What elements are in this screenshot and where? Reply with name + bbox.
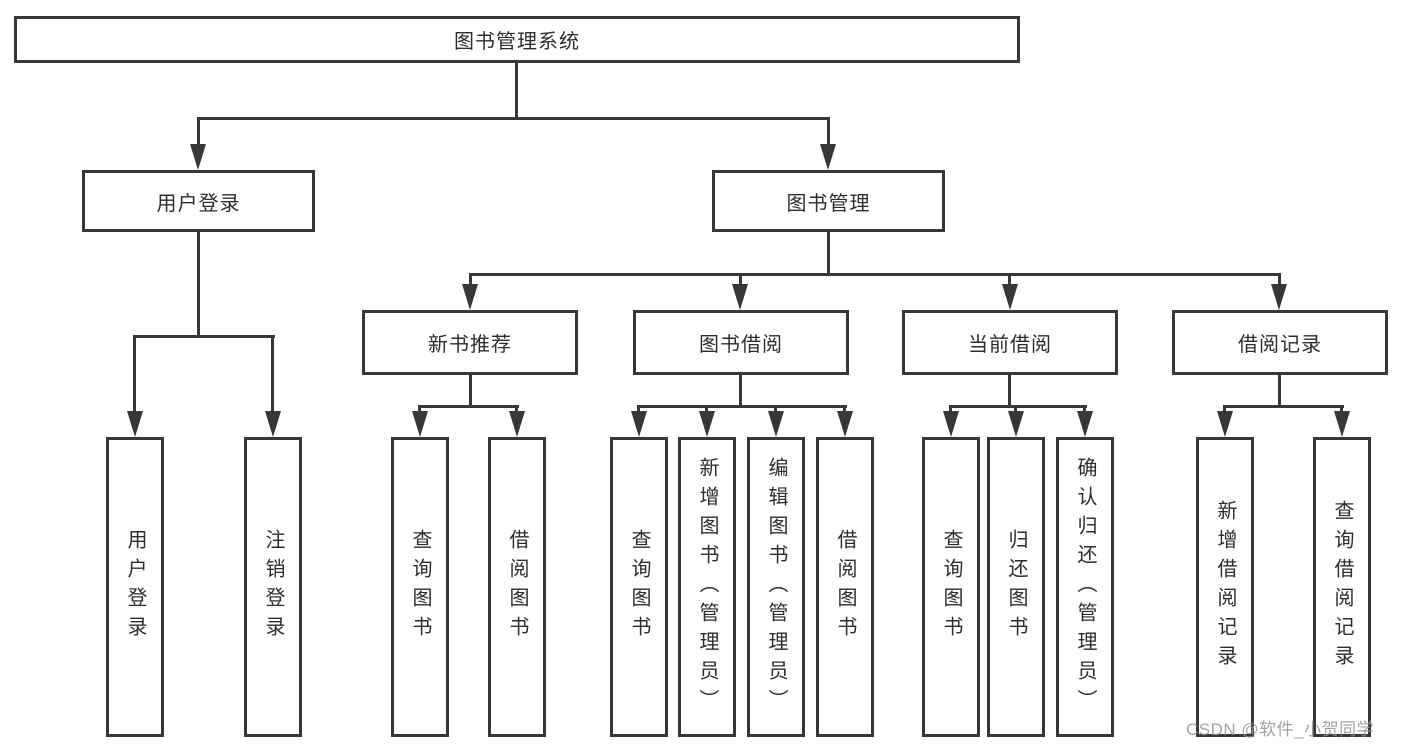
- arrow-down-icon: [1077, 411, 1093, 437]
- leaf-confirm-return-admin-label: 确认归还（管理员）: [1074, 456, 1096, 718]
- arrow-down-icon: [631, 411, 647, 437]
- connector-book-borrow-rail: [637, 405, 847, 408]
- connector-drop-user-login: [197, 120, 200, 148]
- leaf-return-book: 归还图书: [987, 437, 1045, 737]
- node-new-book-recommend: 新书推荐: [362, 310, 578, 375]
- leaf-query-book-recommend-label: 查询图书: [409, 529, 431, 645]
- connector-book-mgmt-rail: [469, 273, 1281, 276]
- node-user-login: 用户登录: [82, 170, 315, 232]
- arrow-down-icon: [127, 411, 143, 437]
- leaf-borrow-book: 借阅图书: [816, 437, 874, 737]
- leaf-logout: 注销登录: [244, 437, 302, 737]
- node-root: 图书管理系统: [14, 16, 1020, 63]
- arrow-down-icon: [1008, 411, 1024, 437]
- connector-drop-level3: [739, 276, 742, 288]
- leaf-user-login: 用户登录: [106, 437, 164, 737]
- node-book-management: 图书管理: [712, 170, 945, 232]
- connector-user-login-rail: [133, 335, 275, 338]
- arrow-down-icon: [837, 411, 853, 437]
- leaf-return-book-label: 归还图书: [1005, 529, 1027, 645]
- node-user-login-label: 用户登录: [156, 192, 241, 215]
- leaf-borrow-book-label: 借阅图书: [834, 529, 856, 645]
- leaf-borrow-book-recommend-label: 借阅图书: [506, 529, 528, 645]
- node-borrow-records-label: 借阅记录: [1238, 334, 1322, 356]
- arrow-down-icon: [1334, 411, 1350, 437]
- leaf-add-book-admin: 新增图书（管理员）: [678, 437, 736, 737]
- node-current-borrow-label: 当前借阅: [968, 334, 1052, 356]
- leaf-query-book-borrow-label: 查询图书: [628, 529, 650, 645]
- connector-current-borrow-rail: [949, 405, 1087, 408]
- connector-borrow-records-stem: [1278, 375, 1281, 408]
- leaf-query-book-current: 查询图书: [922, 437, 980, 737]
- connector-drop-level3: [1278, 276, 1281, 288]
- connector-root-stem: [515, 63, 518, 120]
- connector-drop-leaf: [133, 338, 136, 414]
- node-new-book-recommend-label: 新书推荐: [428, 334, 512, 356]
- leaf-query-borrow-record: 查询借阅记录: [1313, 437, 1371, 737]
- arrow-down-icon: [265, 411, 281, 437]
- node-book-borrow-label: 图书借阅: [699, 334, 783, 356]
- arrow-down-icon: [509, 411, 525, 437]
- leaf-confirm-return-admin: 确认归还（管理员）: [1056, 437, 1114, 737]
- leaf-query-borrow-record-label: 查询借阅记录: [1331, 500, 1353, 674]
- connector-drop-leaf: [271, 338, 274, 414]
- connector-book-borrow-stem: [739, 375, 742, 408]
- connector-current-borrow-stem: [1008, 375, 1011, 408]
- arrow-down-icon: [820, 144, 836, 170]
- arrow-down-icon: [412, 411, 428, 437]
- node-book-borrow: 图书借阅: [633, 310, 849, 375]
- arrow-down-icon: [768, 411, 784, 437]
- arrow-down-icon: [1271, 284, 1287, 310]
- arrow-down-icon: [1217, 411, 1233, 437]
- connector-user-login-stem: [197, 232, 200, 338]
- leaf-query-book-recommend: 查询图书: [391, 437, 449, 737]
- connector-drop-level3: [1008, 276, 1011, 288]
- node-borrow-records: 借阅记录: [1172, 310, 1388, 375]
- arrow-down-icon: [190, 144, 206, 170]
- leaf-edit-book-admin: 编辑图书（管理员）: [747, 437, 805, 737]
- connector-new-book-stem: [469, 375, 472, 408]
- arrow-down-icon: [1002, 284, 1018, 310]
- arrow-down-icon: [699, 411, 715, 437]
- connector-drop-book-mgmt: [827, 120, 830, 148]
- node-current-borrow: 当前借阅: [902, 310, 1118, 375]
- arrow-down-icon: [462, 284, 478, 310]
- node-book-management-label: 图书管理: [786, 192, 871, 215]
- node-root-label: 图书管理系统: [454, 31, 580, 53]
- leaf-add-borrow-record: 新增借阅记录: [1196, 437, 1254, 737]
- connector-root-rail: [197, 117, 830, 120]
- leaf-query-book-current-label: 查询图书: [940, 529, 962, 645]
- connector-borrow-records-rail: [1223, 405, 1344, 408]
- leaf-logout-label: 注销登录: [262, 529, 284, 645]
- leaf-query-book-borrow: 查询图书: [610, 437, 668, 737]
- leaf-add-borrow-record-label: 新增借阅记录: [1214, 500, 1236, 674]
- connector-new-book-rail: [418, 405, 519, 408]
- leaf-add-book-admin-label: 新增图书（管理员）: [696, 456, 718, 718]
- arrow-down-icon: [943, 411, 959, 437]
- arrow-down-icon: [732, 284, 748, 310]
- leaf-edit-book-admin-label: 编辑图书（管理员）: [765, 456, 787, 718]
- leaf-user-login-label: 用户登录: [124, 529, 146, 645]
- connector-drop-level3: [469, 276, 472, 288]
- leaf-borrow-book-recommend: 借阅图书: [488, 437, 546, 737]
- csdn-watermark: CSDN @软件_小贺同学: [1186, 720, 1375, 739]
- connector-book-mgmt-stem: [827, 232, 830, 276]
